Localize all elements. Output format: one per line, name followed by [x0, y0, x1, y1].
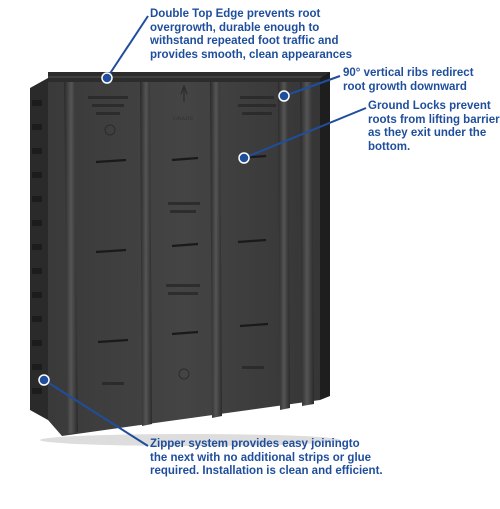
embossed-markings: GRADE: [88, 84, 276, 385]
callout-markers: [38, 72, 290, 386]
callout-zipper-system: Zipper system provides easy joiningto th…: [150, 438, 383, 479]
callout-line: 90° vertical ribs redirect: [343, 67, 474, 79]
callout-line: as they exit under the: [368, 127, 487, 139]
panel-face: [48, 78, 320, 436]
ground-locks: [95, 154, 269, 344]
callout-line: Zipper system provides easy joiningto: [150, 438, 360, 450]
callout-line: Double Top Edge prevents root: [150, 8, 321, 20]
callout-line: roots from lifting barrier: [368, 113, 500, 126]
right-edge: [320, 72, 330, 400]
callout-line: overgrowth, durable enough to: [150, 21, 320, 34]
callout-ground-locks: Ground Locks prevent roots from lifting …: [368, 100, 500, 154]
callout-line: root growth downward: [343, 80, 467, 93]
vertical-ribs: [64, 82, 314, 434]
callout-line: provides smooth, clean appearances: [150, 48, 352, 61]
top-edge-marker: [101, 72, 113, 84]
ribs-marker: [278, 90, 290, 102]
callout-line: bottom.: [368, 140, 411, 153]
callout-line: Ground Locks prevent: [368, 100, 491, 112]
callout-vertical-ribs: 90° vertical ribs redirect root growth d…: [343, 67, 474, 94]
ground-lock-marker: [238, 152, 250, 164]
zipper-teeth: [32, 100, 42, 394]
ground-shadow: [40, 434, 340, 446]
callout-line: withstand repeated foot traffic and: [150, 35, 339, 47]
callout-line: the next with no additional strips or gl…: [150, 451, 372, 464]
grade-mark: GRADE: [173, 116, 194, 122]
zipper-marker: [38, 374, 50, 386]
leader-lines: [43, 15, 367, 447]
callout-line: required. Installation is clean and effi…: [150, 465, 383, 477]
callout-top-edge: Double Top Edge prevents root overgrowth…: [150, 8, 352, 62]
